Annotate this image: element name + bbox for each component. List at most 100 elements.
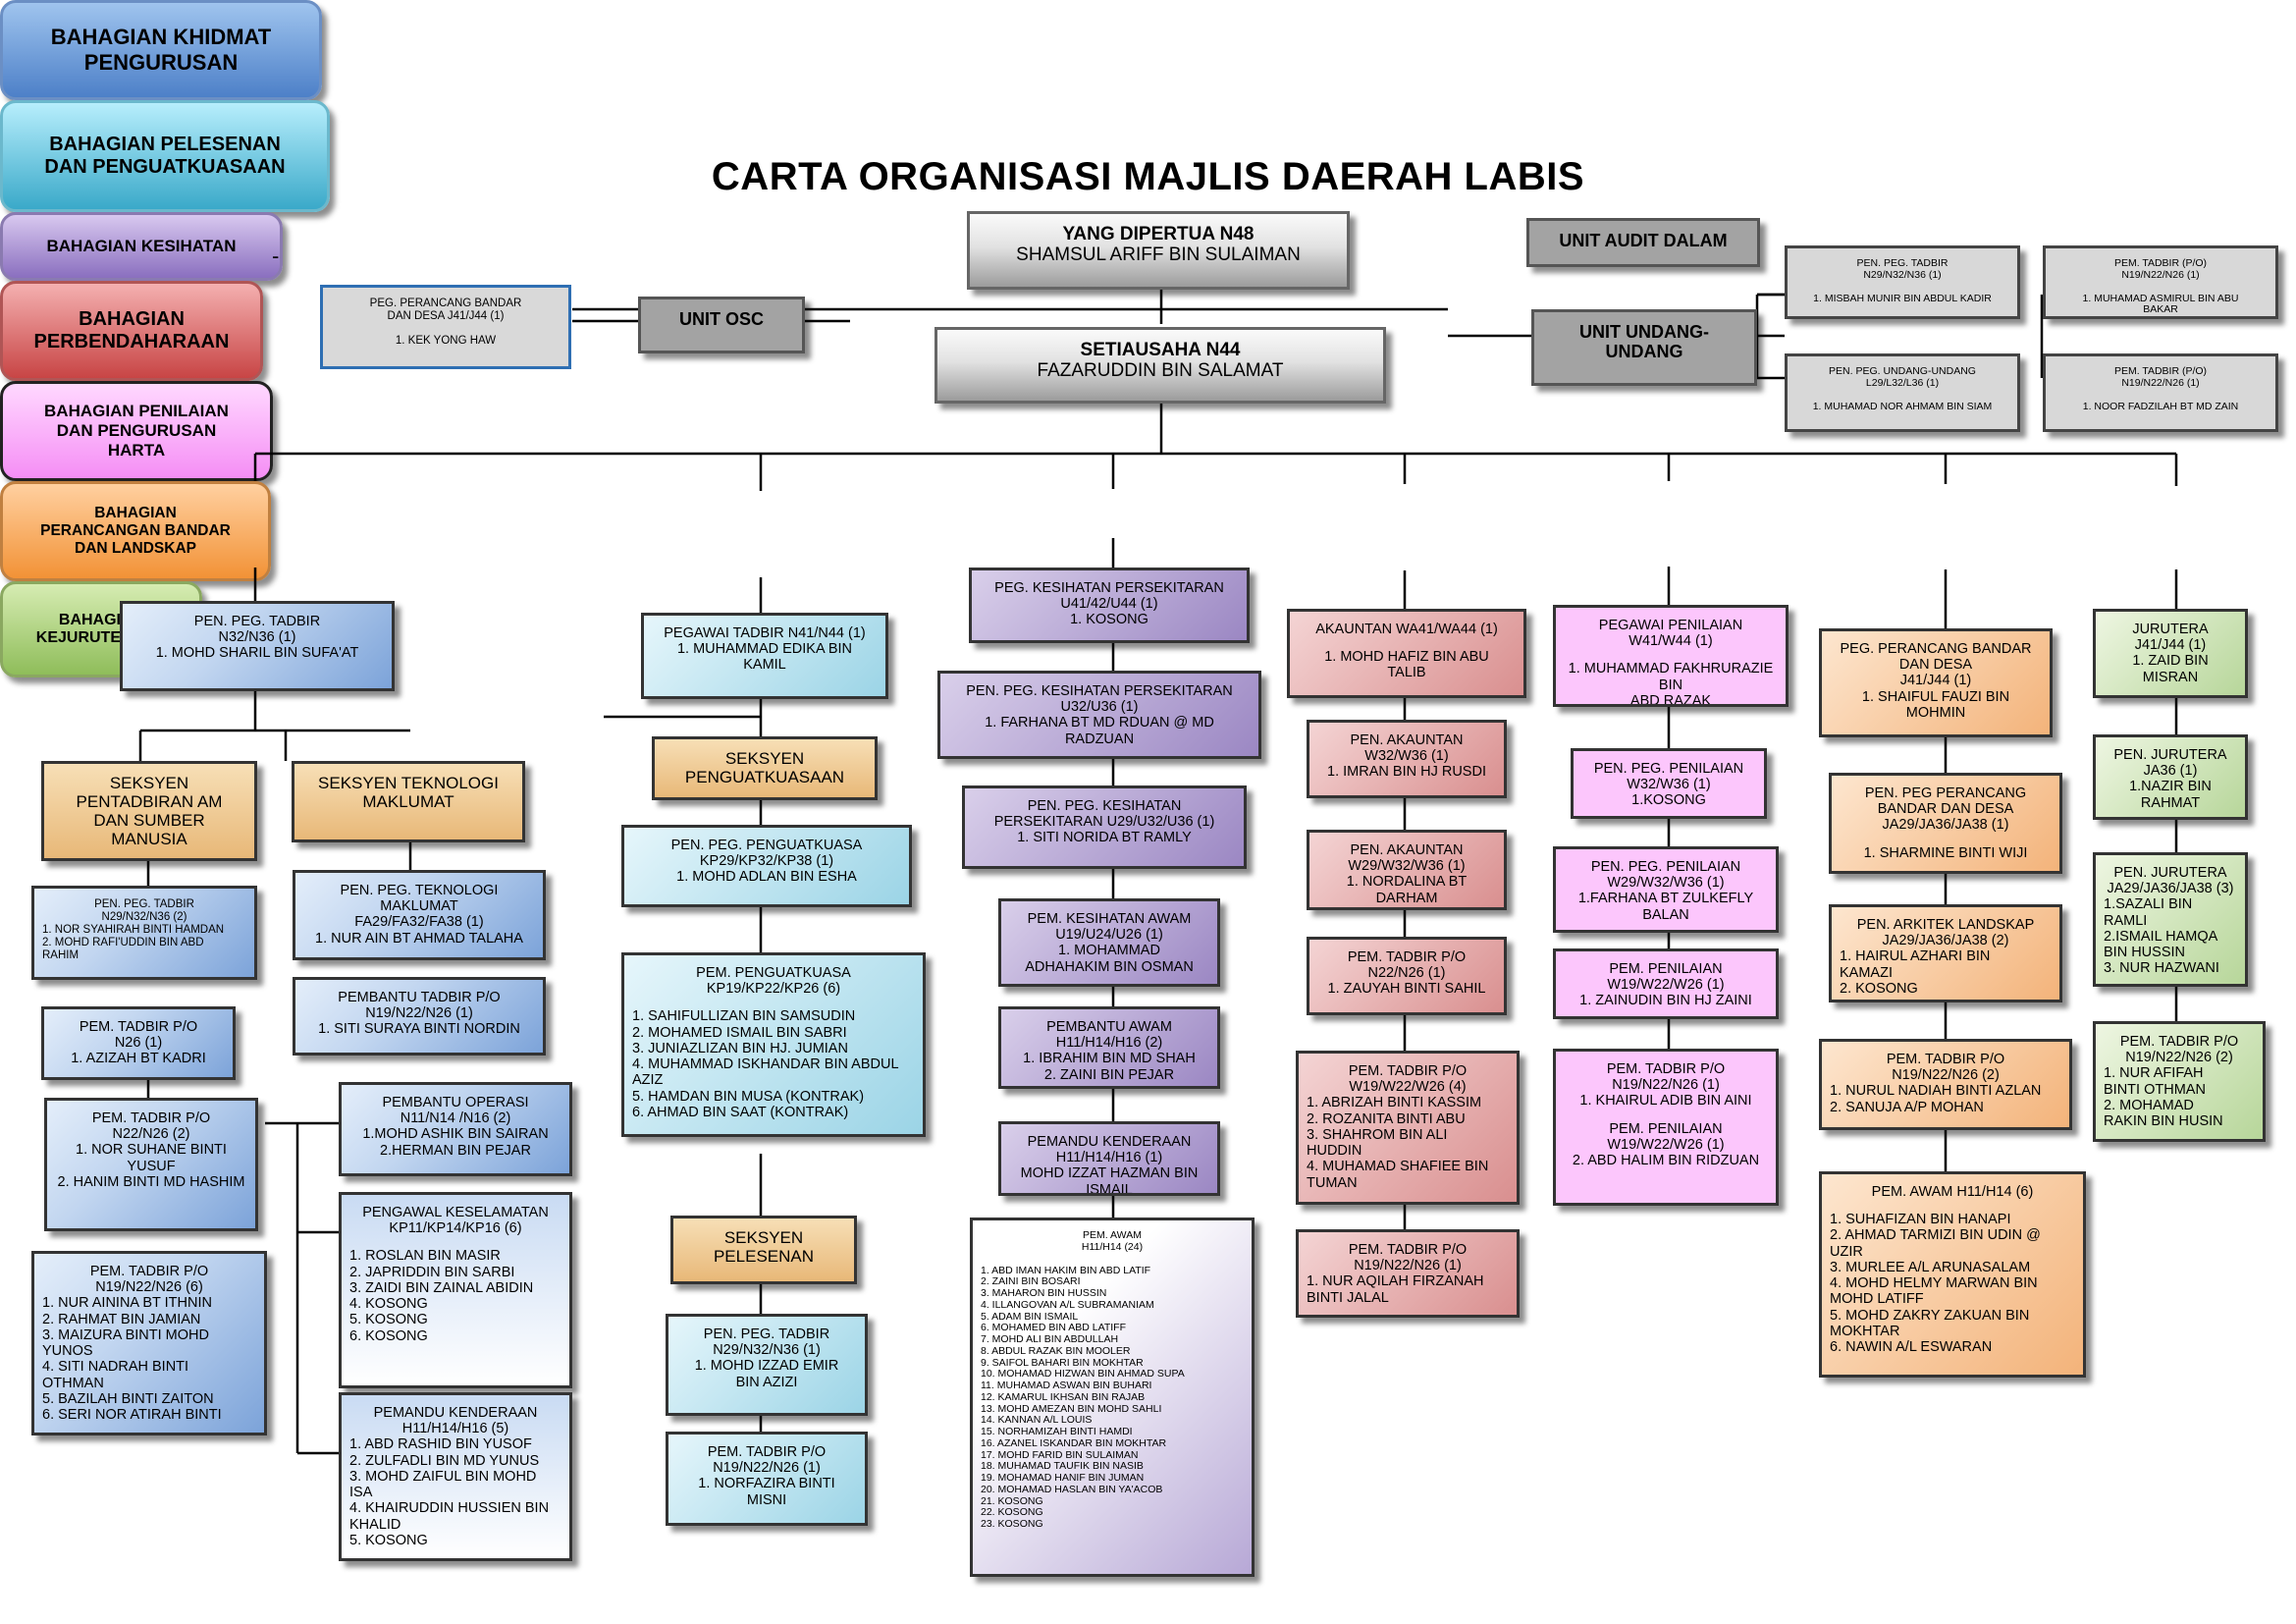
- division-name-line: DAN PENGURUSAN: [56, 421, 217, 440]
- box-text-line: W41/W44 (1): [1629, 633, 1713, 650]
- box-text-line: 1. MOHD SHARIL BIN SUFA'AT: [155, 645, 359, 662]
- box-text-line: 11. MUHAMAD ASWAN BIN BUHARI: [981, 1380, 1152, 1391]
- box-text-line: N19/N22/N26 (1): [1354, 1258, 1462, 1274]
- box-text-line: 1. MUHAMMAD FAKHRURAZIE BIN: [1568, 661, 1774, 693]
- box-text-line: 1. AZIZAH BT KADRI: [71, 1051, 206, 1067]
- box-text-line: 4. KOSONG: [349, 1296, 428, 1313]
- box-text-line: 3. SHAHROM BIN ALI: [1307, 1126, 1448, 1143]
- undang-staff-box: PEM. TADBIR (P/O)N19/N22/N26 (1)1. MUHAM…: [2043, 245, 2278, 319]
- box-text-line: ADHAHAKIM BIN OSMAN: [1025, 958, 1194, 975]
- box-text-line: 14. KANNAN A/L LOUIS: [981, 1414, 1093, 1427]
- box-text-line: PEM. TADBIR (P/O): [2113, 257, 2208, 269]
- box-text-line: JA29/JA36/JA38 (3): [2107, 881, 2234, 897]
- box-text-line: N22/N26 (1): [1367, 965, 1446, 982]
- box-text-line: L29/L32/L36 (1): [1865, 376, 1940, 389]
- division-name-line: DAN PENGUATKUASAAN: [44, 156, 286, 178]
- box-text-line: PEN. ARKITEK LANDSKAP: [1856, 917, 2035, 933]
- box-text-line: 6. AHMAD BIN SAAT (KONTRAK): [632, 1104, 849, 1120]
- box-text-line: 5. BAZILAH BINTI ZAITON: [42, 1390, 214, 1407]
- box-text-line: 5. HAMDAN BIN MUSA (KONTRAK): [632, 1088, 865, 1105]
- box-text-line: RADZUAN: [1064, 731, 1135, 747]
- box-text-line: PEM. KESIHATAN AWAM: [1027, 911, 1192, 927]
- box-text-line: PEM. AWAM H11/H14 (6): [1871, 1184, 2034, 1200]
- box-text-line: 1. NUR AFIFAH: [2104, 1065, 2204, 1082]
- box-text-line: PEN. AKAUNTAN: [1350, 842, 1464, 858]
- box-text-line: PEN. JURUTERA: [2113, 865, 2227, 881]
- line-gap: [2054, 282, 2268, 294]
- box-text-line: 22. KOSONG: [981, 1506, 1043, 1519]
- box-text-line: PEM. TADBIR P/O: [89, 1264, 209, 1279]
- box-text-line: PEN. AKAUNTAN: [1350, 732, 1464, 748]
- box-text-line: PEM. PENGUATKUASA: [696, 965, 851, 981]
- box-text-line: 1. NORFAZIRA BINTI: [698, 1476, 835, 1492]
- box-text-line: DARHAM: [1375, 890, 1438, 906]
- box-text-line: U19/U24/U26 (1): [1055, 927, 1163, 944]
- division-name-line: HARTA: [107, 441, 166, 460]
- box-text-line: 1.NAZIR BIN: [2129, 779, 2212, 795]
- box-text-line: PEN. PEG. TADBIR: [94, 898, 194, 910]
- box-text-line: W29/W32/W36 (1): [1607, 875, 1725, 892]
- box-text-line: N19/N22/N26 (1): [365, 1005, 473, 1022]
- box-text-line: MISNI: [746, 1491, 787, 1508]
- box-text-line: 3. JUNIAZLIZAN BIN HJ. JUMIAN: [632, 1040, 848, 1056]
- box-text-line: 1. MUHAMMAD EDIKA BIN: [676, 641, 853, 658]
- box-text-line: 5. KOSONG: [349, 1312, 428, 1328]
- box-text-line: 4. KHAIRUDDIN HUSSIEN BIN: [349, 1500, 550, 1517]
- box-text-line: KP19/KP22/KP26 (6): [706, 981, 841, 998]
- box-text-line: MOHD IZZAT HAZMAN BIN: [1020, 1165, 1199, 1182]
- box-text-line: MANUSIA: [111, 830, 187, 849]
- box-text-line: 2. MOHD RAFI'UDDIN BIN ABD: [42, 936, 204, 948]
- box-text-line: UNIT AUDIT DALAM: [1559, 231, 1728, 250]
- box-text-line: PEG. PERANCANG BANDAR: [1840, 641, 2032, 657]
- box-text-line: PEM. PENILAIAN: [1609, 961, 1723, 977]
- box-text-line: PEM. AWAM: [1083, 1229, 1142, 1241]
- box-text-line: AZIZ: [632, 1072, 664, 1089]
- box-text-line: 1. NOOR FADZILAH BT MD ZAIN: [2082, 400, 2239, 412]
- box-text-line: PEGAWAI TADBIR N41/N44 (1): [664, 625, 866, 641]
- line-gap: [981, 1254, 1244, 1266]
- box-text-line: BANDAR DAN DESA: [1877, 801, 2014, 818]
- box-text-line: YUNOS: [42, 1343, 93, 1360]
- box-text-line: PEM. TADBIR P/O: [1348, 1063, 1468, 1079]
- box-text-line: PEM. TADBIR P/O: [91, 1110, 211, 1126]
- box-text-line: N29/N32/N36 (1): [1863, 268, 1942, 281]
- box-text-line: N32/N36 (1): [218, 629, 296, 646]
- line-gap: [632, 997, 915, 1008]
- box-text-line: N19/N22/N26 (1): [1612, 1077, 1720, 1094]
- box-text-line: 1. IMRAN BIN HJ RUSDI: [1327, 764, 1486, 781]
- box-text-line: 1. KEK YONG HAW: [395, 334, 497, 347]
- box-text-line: 17. MOHD FARID BIN SULAIMAN: [981, 1448, 1139, 1461]
- box-text-line: KAMAZI: [1840, 964, 1893, 981]
- box-text-line: UNIT UNDANG-: [1579, 322, 1709, 342]
- box-text-line: KAMIL: [743, 657, 786, 674]
- box-text-line: 2. RAHMAT BIN JAMIAN: [42, 1311, 201, 1327]
- division-name-line: PENGURUSAN: [83, 50, 239, 75]
- box-text-line: 4. MOHD HELMY MARWAN BIN: [1830, 1275, 2038, 1292]
- box-text-line: TALIB: [1387, 665, 1426, 681]
- box-text-line: 1. ZAINUDIN BIN HJ ZAINI: [1579, 993, 1752, 1009]
- line-gap: [1830, 1200, 2075, 1212]
- box-text-line: PEMANDU KENDERAAN: [373, 1405, 538, 1421]
- box-text-line: TUMAN: [1307, 1174, 1358, 1191]
- box-text-line: SHAMSUL ARIFF BIN SULAIMAN: [1016, 244, 1301, 266]
- box-text-line: 7. MOHD ALI BIN ABDULLAH: [981, 1333, 1119, 1345]
- box-text-line: 2. ABD HALIM BIN RIDZUAN: [1572, 1153, 1760, 1169]
- box-text-line: 6. MOHAMED BIN ABD LATIFF: [981, 1322, 1126, 1334]
